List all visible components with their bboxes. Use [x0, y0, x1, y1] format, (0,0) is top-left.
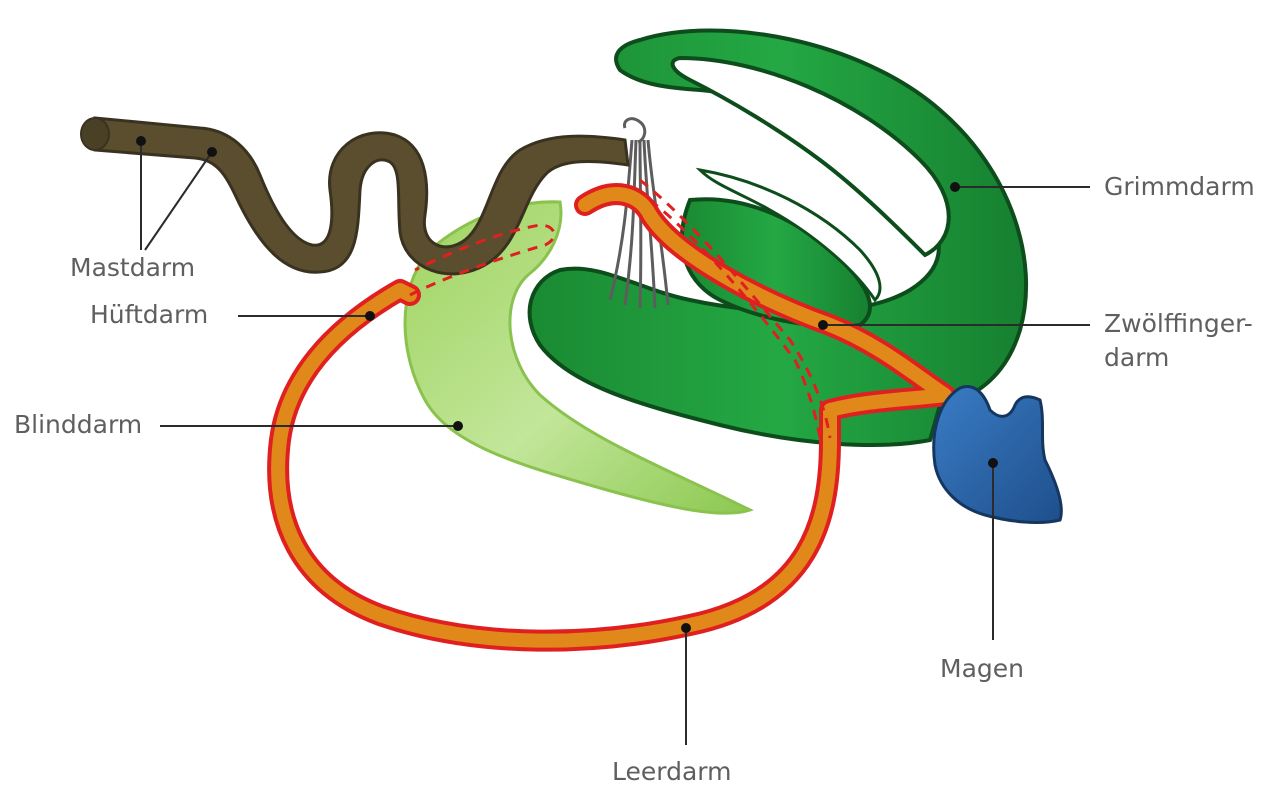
stomach-shape [934, 387, 1062, 523]
label-magen: Magen [940, 652, 1024, 686]
label-zwoelffingerdarm: Zwölffinger- darm [1104, 307, 1253, 375]
label-grimmdarm: Grimmdarm [1104, 170, 1255, 204]
label-leerdarm: Leerdarm [612, 755, 731, 789]
label-hueftdarm: Hüftdarm [90, 298, 208, 332]
label-zwoelffingerdarm-line1: Zwölffinger- [1104, 307, 1253, 341]
label-blinddarm: Blinddarm [14, 408, 142, 442]
label-mastdarm: Mastdarm [70, 251, 195, 285]
colon-shape [530, 31, 1026, 445]
label-zwoelffingerdarm-line2: darm [1104, 341, 1253, 375]
